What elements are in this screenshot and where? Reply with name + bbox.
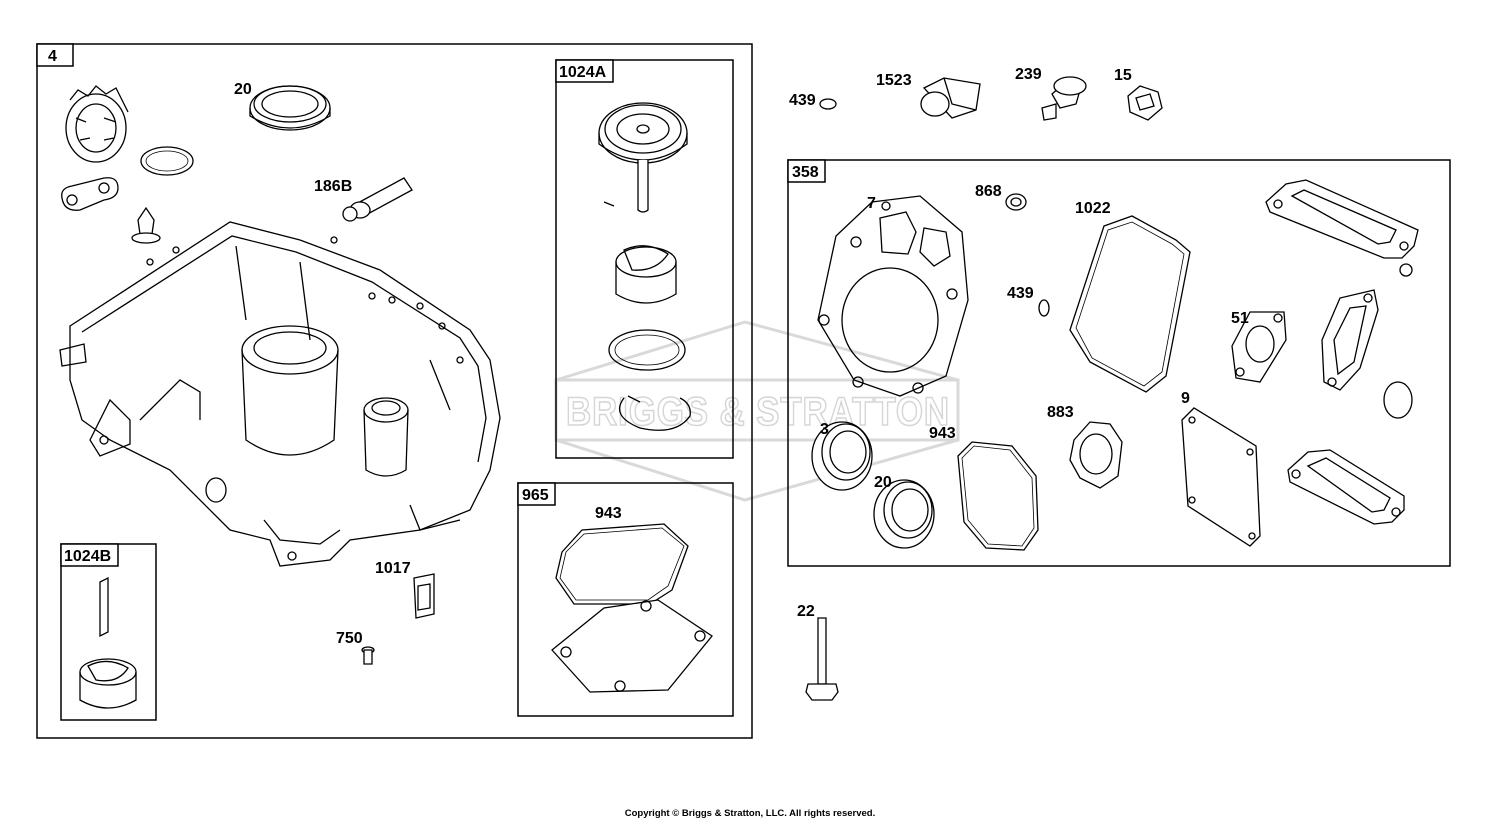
o-ring-439-top-part[interactable]: [819, 98, 837, 110]
label-186b: 186B: [314, 178, 352, 195]
box-965: 965: [517, 482, 734, 717]
label-943-358: 943: [929, 425, 956, 442]
label-15: 15: [1114, 67, 1132, 84]
valve-seal-868-part[interactable]: [1005, 193, 1027, 211]
label-22: 22: [797, 603, 815, 620]
gasket-883-part[interactable]: [1069, 421, 1123, 489]
governor-gear-part[interactable]: [65, 85, 129, 163]
label-1523: 1523: [876, 72, 912, 89]
box-label-1024b: 1024B: [64, 548, 111, 565]
o-ring-439-358-part[interactable]: [1038, 299, 1050, 317]
label-1022: 1022: [1075, 200, 1111, 217]
oil-seal-20-part[interactable]: [249, 85, 331, 131]
watermark-text: BRIGGS & STRATTON: [566, 390, 950, 434]
valve-cover-gasket-1022-part[interactable]: [1069, 215, 1191, 393]
oil-switch-239-part[interactable]: [1041, 76, 1087, 121]
box-label-4: 4: [48, 48, 57, 65]
oring-right-part[interactable]: [1383, 381, 1413, 419]
pump-o-ring-part[interactable]: [608, 329, 686, 371]
dipstick-tube-part[interactable]: [342, 177, 413, 222]
crankcase-sump-part[interactable]: [59, 221, 501, 567]
small-seal-part[interactable]: [1399, 263, 1413, 277]
nut-15-part[interactable]: [1127, 85, 1163, 121]
retaining-ring-part[interactable]: [619, 395, 691, 431]
box-1024a: 1024A: [555, 59, 734, 459]
pump-shaft-part[interactable]: [99, 576, 109, 638]
label-439-358: 439: [1007, 285, 1034, 302]
label-1017: 1017: [375, 560, 411, 577]
label-439-top: 439: [789, 92, 816, 109]
head-gasket-7-part[interactable]: [817, 195, 969, 397]
pump-rotor-part[interactable]: [79, 658, 137, 709]
push-pin-part[interactable]: [131, 206, 161, 244]
label-9: 9: [1181, 390, 1190, 407]
box-label-358: 358: [792, 164, 819, 181]
label-868: 868: [975, 183, 1002, 200]
watermark-logo: BRIGGS & STRATTON: [554, 320, 960, 502]
label-20-top: 20: [234, 81, 252, 98]
oil-sensor-1017-part[interactable]: [413, 573, 435, 619]
label-7: 7: [867, 195, 876, 212]
gasket-943-358-part[interactable]: [957, 441, 1039, 551]
label-20-358: 20: [874, 474, 892, 491]
label-239: 239: [1015, 66, 1042, 83]
exhaust-gasket-top-part[interactable]: [1265, 179, 1419, 259]
box-label-1024a: 1024A: [559, 64, 607, 81]
gasket-9-part[interactable]: [1181, 407, 1261, 547]
box-358: 358: [787, 159, 1451, 567]
governor-plate-part[interactable]: [61, 177, 119, 211]
label-3: 3: [820, 421, 829, 438]
oil-seal-3-part[interactable]: [811, 421, 873, 491]
box-1024b: 1024B: [60, 543, 157, 721]
gasket-943-965-part[interactable]: [555, 523, 689, 605]
oil-pump-rotor-part[interactable]: [615, 245, 677, 304]
box-4: 4: [36, 43, 753, 739]
oil-pump-gear-part[interactable]: [598, 102, 688, 213]
intake-gasket-51-part[interactable]: [1231, 311, 1287, 383]
oil-seal-20-358-part[interactable]: [873, 479, 935, 549]
o-ring-part[interactable]: [140, 146, 194, 176]
box-label-965: 965: [522, 487, 549, 504]
label-750: 750: [336, 630, 363, 647]
label-883: 883: [1047, 404, 1074, 421]
plug-1523-part[interactable]: [920, 77, 981, 119]
label-943-965: 943: [595, 505, 622, 522]
cover-plate-965-part[interactable]: [551, 599, 713, 693]
carb-gasket-part[interactable]: [1321, 289, 1379, 391]
exhaust-gasket-bottom-part[interactable]: [1287, 449, 1405, 525]
bolt-750-part[interactable]: [361, 646, 375, 665]
copyright-footer: Copyright © Briggs & Stratton, LLC. All …: [624, 808, 876, 819]
label-51: 51: [1231, 310, 1249, 327]
bolt-22-part[interactable]: [805, 617, 839, 701]
